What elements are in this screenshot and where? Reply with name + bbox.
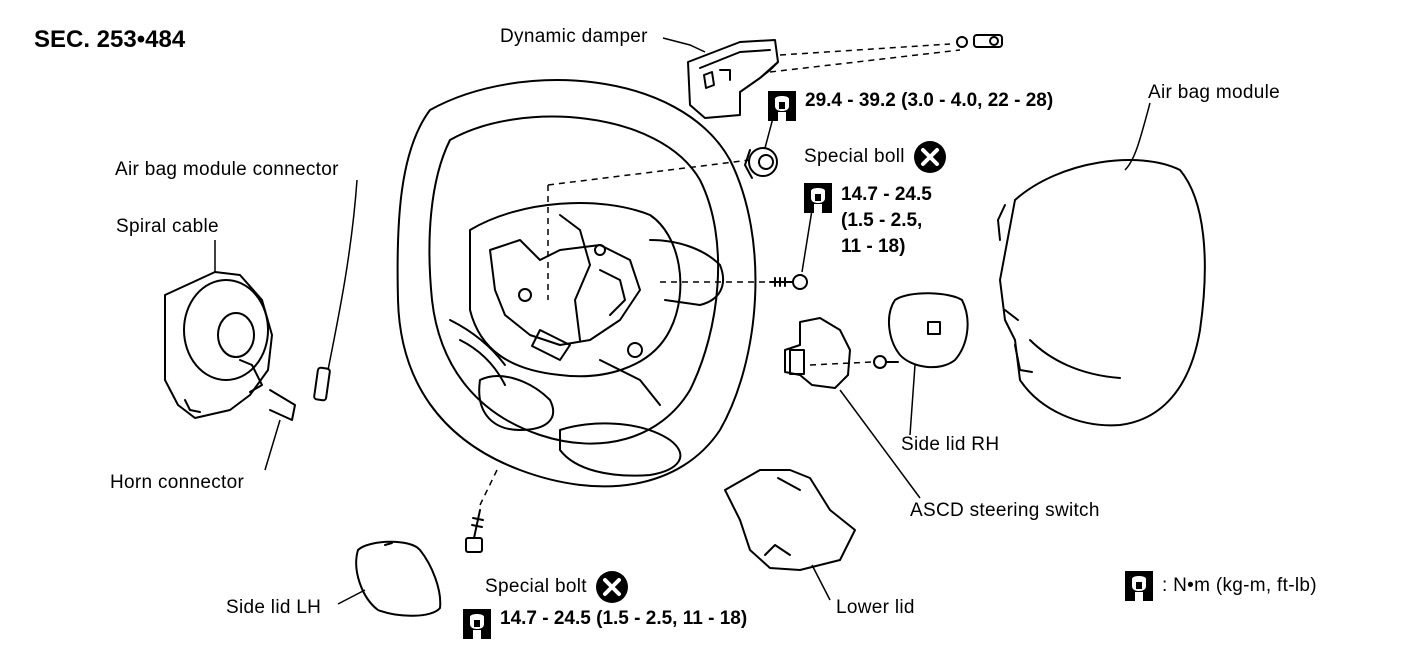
torque-special-bolt-bottom-value: 14.7 - 24.5 (1.5 - 2.5, 11 - 18) bbox=[500, 608, 748, 629]
steering-wheel bbox=[396, 79, 757, 488]
torque-wrench-icon bbox=[768, 91, 796, 121]
special-bolt-top bbox=[769, 274, 808, 290]
label-special-bolt-bottom: Special bolt bbox=[485, 576, 587, 597]
side-lid-rh bbox=[888, 292, 969, 369]
damper-nut bbox=[744, 147, 778, 179]
label-air-bag-module-connector: Air bag module connector bbox=[115, 159, 339, 180]
dynamic-damper bbox=[687, 39, 779, 119]
label-special-bolt-top: Special boll bbox=[804, 146, 905, 167]
torque-wrench-icon bbox=[463, 609, 491, 639]
label-ascd-steering-switch: ASCD steering switch bbox=[910, 500, 1100, 521]
section-number: SEC. 253•484 bbox=[34, 26, 186, 53]
spiral-cable bbox=[164, 271, 296, 421]
torque-special-bolt-top: 14.7 - 24.5 (1.5 - 2.5, 11 - 18) bbox=[803, 182, 932, 260]
label-spiral-cable: Spiral cable bbox=[116, 216, 219, 237]
torque-special-bolt-top-line1: 14.7 - 24.5 bbox=[841, 184, 932, 205]
torque-wrench-icon bbox=[804, 183, 832, 213]
label-lower-lid: Lower lid bbox=[836, 597, 915, 618]
label-side-lid-rh: Side lid RH bbox=[901, 434, 1000, 455]
label-dynamic-damper: Dynamic damper bbox=[500, 26, 648, 47]
do-not-reuse-x-icon bbox=[595, 571, 628, 603]
damper-bolt bbox=[956, 34, 1003, 48]
do-not-reuse-x-icon bbox=[913, 141, 946, 173]
air-bag-module-connector bbox=[313, 366, 331, 402]
label-special-bolt-top-group: Special boll bbox=[804, 140, 947, 174]
label-air-bag-module: Air bag module bbox=[1148, 82, 1280, 103]
units-legend: : N•m (kg-m, ft-lb) bbox=[1124, 570, 1317, 602]
torque-special-bolt-top-line2: (1.5 - 2.5, bbox=[841, 210, 923, 231]
torque-special-bolt-top-line3: 11 - 18) bbox=[841, 236, 906, 257]
torque-damper-nut-value: 29.4 - 39.2 (3.0 - 4.0, 22 - 28) bbox=[805, 90, 1054, 111]
torque-damper-nut: 29.4 - 39.2 (3.0 - 4.0, 22 - 28) bbox=[767, 90, 1053, 122]
air-bag-module bbox=[997, 159, 1206, 427]
lower-lid bbox=[724, 469, 856, 571]
ascd-steering-switch bbox=[784, 317, 899, 389]
label-special-bolt-bottom-group: Special bolt bbox=[485, 570, 629, 604]
special-bolt-bottom bbox=[465, 509, 484, 553]
units-legend-text: : N•m (kg-m, ft-lb) bbox=[1162, 575, 1317, 596]
label-horn-connector: Horn connector bbox=[110, 472, 245, 493]
torque-wrench-icon bbox=[1125, 571, 1153, 601]
label-side-lid-lh: Side lid LH bbox=[226, 597, 322, 618]
side-lid-lh bbox=[355, 540, 442, 617]
torque-special-bolt-bottom: 14.7 - 24.5 (1.5 - 2.5, 11 - 18) bbox=[462, 608, 747, 640]
